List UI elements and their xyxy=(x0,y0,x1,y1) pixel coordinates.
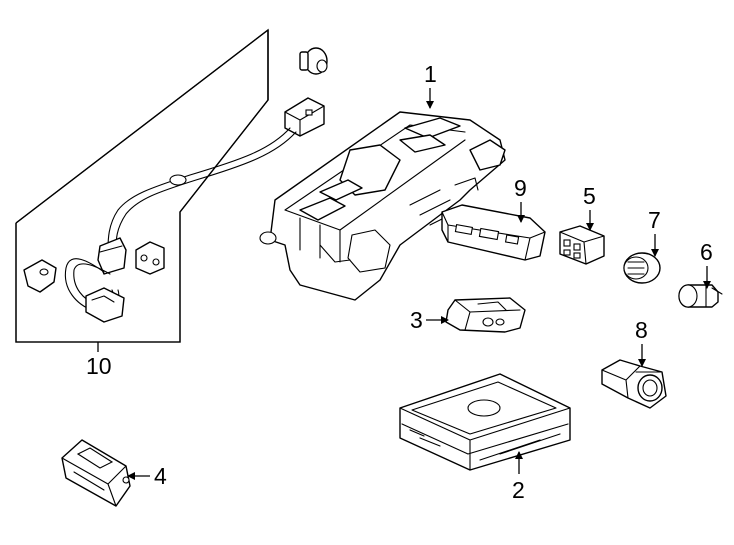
harness-connector-bottom xyxy=(97,237,127,275)
callout-3-label: 3 xyxy=(410,307,423,333)
callout-5: 5 xyxy=(583,183,596,231)
callout-5-label: 5 xyxy=(583,183,596,209)
callout-8-label: 8 xyxy=(635,317,648,343)
part-4-module xyxy=(61,439,131,507)
callout-10-label: 10 xyxy=(86,353,112,379)
part-8-parking-sensor xyxy=(601,359,667,409)
callout-7: 7 xyxy=(648,207,661,257)
harness-bracket xyxy=(135,241,165,275)
part-9-switch-panel xyxy=(441,204,546,261)
part-3-sensor xyxy=(445,297,526,333)
callout-6-label: 6 xyxy=(700,239,713,265)
part-7-knob xyxy=(623,252,661,284)
part-6-socket xyxy=(678,284,723,308)
callout-8: 8 xyxy=(635,317,648,367)
part-10-boundary-box xyxy=(15,28,269,343)
callout-6: 6 xyxy=(700,239,713,289)
harness-clip xyxy=(299,47,328,75)
callout-9: 9 xyxy=(514,175,527,223)
callout-9-label: 9 xyxy=(514,175,527,201)
callout-2: 2 xyxy=(512,451,525,503)
part-2-control-unit xyxy=(399,373,571,471)
callout-10: 10 xyxy=(86,353,112,379)
callout-7-label: 7 xyxy=(648,207,661,233)
callout-4-label: 4 xyxy=(154,463,167,489)
callout-1-label: 1 xyxy=(424,61,437,87)
callout-3: 3 xyxy=(410,307,449,333)
callout-1: 1 xyxy=(424,61,437,109)
part-1-console-module xyxy=(259,111,506,301)
part-10-harness-group xyxy=(15,28,328,352)
callout-4: 4 xyxy=(127,463,167,489)
harness-sensor-plug xyxy=(85,287,125,323)
callout-2-label: 2 xyxy=(512,477,525,503)
harness-left-clip xyxy=(23,259,57,293)
part-5-switch xyxy=(559,225,605,265)
harness-connector-top xyxy=(284,97,325,137)
